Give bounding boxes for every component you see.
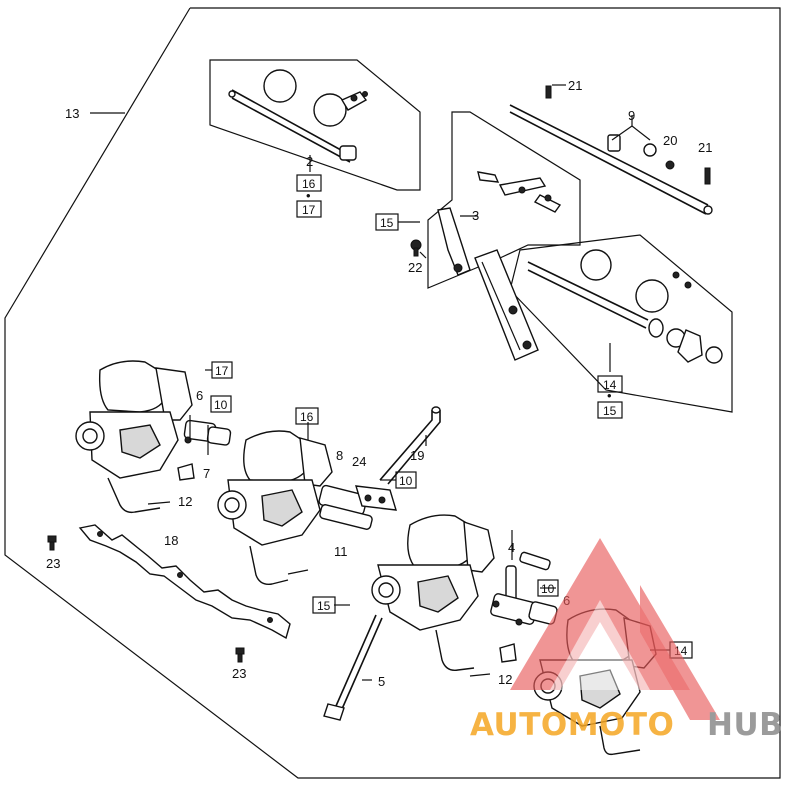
panel-link-plate-left — [209, 59, 421, 191]
boxed-callout-10-right: 10 — [537, 579, 559, 597]
boxed-callout-15-top: 15 — [375, 213, 399, 231]
svg-text:14: 14 — [603, 378, 617, 392]
fuel-pipe — [379, 406, 441, 485]
carburetor-1 — [75, 360, 193, 514]
boxed-callout-15-right: 15 — [597, 401, 623, 419]
callout-12-left: 12 — [178, 494, 192, 509]
callout-23-bottom: 23 — [232, 666, 246, 681]
callout-6-left: 6 — [196, 388, 203, 403]
svg-text:10: 10 — [214, 398, 228, 412]
watermark-text-hub: HUB — [707, 707, 783, 743]
boxed-callout-10-left: 10 — [210, 395, 232, 413]
svg-text:10: 10 — [399, 474, 413, 488]
svg-text:15: 15 — [317, 599, 331, 613]
assembly-outline — [4, 7, 781, 779]
screw-22 — [410, 239, 422, 257]
leader-lines — [90, 84, 670, 681]
callout-12-right: 12 — [498, 672, 512, 687]
joint-pipe-right — [490, 551, 558, 663]
boxed-callout-10-middle: 10 — [395, 471, 417, 489]
automotohub-watermark: AUTOMOTO HUB — [470, 538, 783, 743]
link-rod-bar — [474, 249, 539, 361]
callout-22: 22 — [408, 260, 422, 275]
callout-2: 2 — [306, 154, 313, 169]
boxed-callout-16-top: 16 — [296, 174, 322, 192]
callout-4: 4 — [508, 540, 515, 555]
boxed-callout-17-top: 17 — [296, 200, 322, 218]
svg-text:15: 15 — [380, 216, 394, 230]
callout-19: 19 — [410, 448, 424, 463]
callout-7: 7 — [203, 466, 210, 481]
screw-23-upper — [47, 535, 57, 551]
callout-21-right: 21 — [698, 140, 712, 155]
callout-5: 5 — [378, 674, 385, 689]
mounting-bracket — [78, 524, 291, 640]
throttle-cable-adjuster — [323, 614, 383, 721]
panel-link-middle — [427, 111, 581, 289]
carburetor-3 — [371, 514, 495, 677]
boxed-callouts: 16 • 17 15 14 • 15 17 10 16 — [210, 174, 693, 659]
callout-24: 24 — [352, 454, 366, 469]
callout-18: 18 — [164, 533, 178, 548]
throttle-shaft-lower — [527, 249, 723, 364]
callout-9: 9 — [628, 108, 635, 123]
svg-text:17: 17 — [302, 203, 316, 217]
callout-11: 11 — [334, 544, 348, 559]
callout-21-top: 21 — [568, 78, 582, 93]
callout-20: 20 — [663, 133, 677, 148]
joint-pipe-middle — [318, 484, 397, 530]
boxed-callout-14-right: 14 — [597, 375, 623, 393]
callout-labels: 13 2 21 9 20 21 3 22 6 7 12 8 24 19 11 1… — [46, 78, 712, 689]
panel-throttle-lower-right — [509, 234, 733, 413]
boxed-callout-15-carb: 15 — [312, 596, 336, 614]
svg-text:•: • — [607, 388, 612, 403]
throttle-shaft-right — [509, 85, 713, 215]
callout-23-top: 23 — [46, 556, 60, 571]
boxed-callout-16-carb: 16 — [295, 407, 319, 425]
carburetor-2 — [217, 430, 333, 585]
svg-text:16: 16 — [302, 177, 316, 191]
link-arms-middle — [437, 171, 562, 276]
screw-23-lower — [235, 647, 245, 663]
watermark-triangle-icon — [510, 538, 720, 720]
boxed-callout-17-carb: 17 — [211, 361, 233, 379]
callout-3: 3 — [472, 208, 479, 223]
watermark-text-automoto: AUTOMOTO — [470, 707, 674, 743]
svg-text:•: • — [306, 188, 311, 203]
throttle-shaft-upper — [228, 69, 368, 163]
svg-text:15: 15 — [603, 404, 617, 418]
svg-text:16: 16 — [300, 410, 314, 424]
svg-text:17: 17 — [215, 364, 229, 378]
callout-8: 8 — [336, 448, 343, 463]
svg-text:10: 10 — [541, 582, 555, 596]
callout-13: 13 — [65, 106, 79, 121]
